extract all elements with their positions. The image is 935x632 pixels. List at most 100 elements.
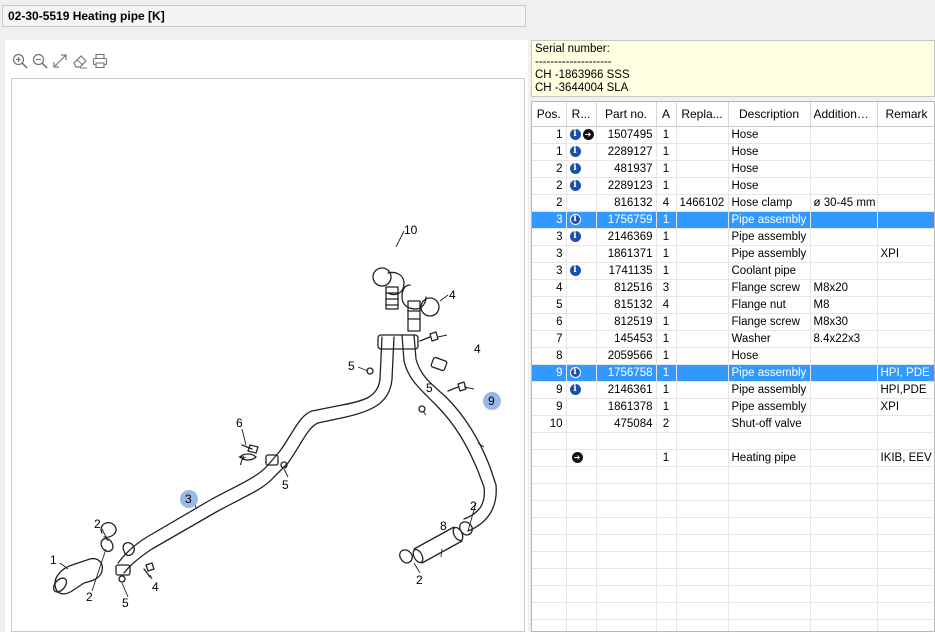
cell-empty: [810, 602, 878, 620]
cell-r: i: [566, 381, 597, 399]
callout-4c[interactable]: 4: [152, 580, 159, 594]
cell-empty: [566, 483, 597, 501]
table-row-empty: [532, 517, 934, 535]
serial-number-box: Serial number: -------------------- CH -…: [531, 40, 935, 97]
callout-6[interactable]: 6: [236, 416, 243, 430]
cell-r: [566, 330, 597, 348]
callout-9[interactable]: 9: [488, 394, 495, 408]
cell-pos: 2: [532, 194, 567, 212]
col-header-a[interactable]: A: [656, 102, 677, 127]
cell-desc: Hose: [728, 126, 811, 144]
info-icon[interactable]: i: [569, 366, 581, 378]
cell-desc: Hose: [728, 177, 811, 195]
cell-part: 481937: [596, 160, 657, 178]
col-header-r[interactable]: R...: [566, 102, 597, 127]
cell-a: 1: [656, 347, 677, 365]
col-header-description[interactable]: Description: [728, 102, 811, 127]
callout-5c[interactable]: 5: [282, 478, 289, 492]
cell-repl: [676, 381, 729, 399]
callout-7[interactable]: 7: [238, 454, 245, 468]
col-header-pos[interactable]: Pos.: [532, 102, 567, 127]
callout-2a[interactable]: 2: [470, 499, 477, 513]
cell-r: i: [566, 364, 597, 382]
info-icon[interactable]: i: [569, 128, 581, 140]
callout-5d[interactable]: 5: [122, 596, 129, 610]
zoom-out-button[interactable]: [31, 52, 49, 70]
cell-empty: [728, 619, 811, 631]
erase-button[interactable]: [71, 52, 89, 70]
heating-pipe-diagram[interactable]: 10 4 5 4 5 9 6 7 5 3 2 8 2 2 1 2 4 5: [12, 79, 525, 632]
cell-a: 1: [656, 211, 677, 229]
table-row-empty: [532, 534, 934, 552]
callout-highlight-3[interactable]: [180, 490, 198, 508]
callout-2c[interactable]: 2: [94, 517, 101, 531]
cell-empty: [676, 602, 729, 620]
cell-a: 1: [656, 313, 677, 331]
col-header-remark[interactable]: Remark: [877, 102, 934, 127]
zoom-in-button[interactable]: [11, 52, 29, 70]
cell-r: [566, 194, 597, 212]
callout-5a[interactable]: 5: [348, 359, 355, 373]
callout-highlight-9[interactable]: [483, 392, 501, 410]
cell-add: [810, 245, 878, 263]
callout-8[interactable]: 8: [440, 519, 447, 533]
cell-desc: Heating pipe: [728, 449, 811, 467]
callout-3[interactable]: 3: [185, 492, 192, 506]
arrow-right-icon[interactable]: ➔: [571, 451, 583, 463]
callout-1[interactable]: 1: [50, 553, 57, 567]
zoom-in-icon: [12, 53, 28, 69]
cell-desc: Coolant pipe: [728, 262, 811, 280]
callout-5b[interactable]: 5: [426, 381, 433, 395]
cell-remark: [877, 279, 934, 297]
parts-drawing[interactable]: 10 4 5 4 5 9 6 7 5 3 2 8 2 2 1 2 4 5: [11, 78, 525, 632]
info-icon[interactable]: i: [569, 179, 581, 191]
cell-pos: 1: [532, 126, 567, 144]
print-button[interactable]: [91, 52, 109, 70]
col-header-part-no[interactable]: Part no.: [596, 102, 657, 127]
info-icon[interactable]: i: [569, 145, 581, 157]
table-row[interactable]: [532, 432, 934, 450]
fit-to-window-button[interactable]: [51, 52, 69, 70]
col-header-replacement[interactable]: Repla...: [676, 102, 729, 127]
callout-2b[interactable]: 2: [416, 573, 423, 587]
info-icon[interactable]: i: [569, 230, 581, 242]
info-icon[interactable]: i: [569, 213, 581, 225]
cell-empty: [676, 517, 729, 535]
callout-10[interactable]: 10: [404, 223, 418, 237]
cell-empty: [877, 534, 934, 552]
cell-a: 1: [656, 143, 677, 161]
info-icon[interactable]: i: [569, 383, 581, 395]
callout-4b[interactable]: 4: [474, 342, 481, 356]
callout-4a[interactable]: 4: [449, 288, 456, 302]
cell-empty: [877, 619, 934, 631]
cell-empty: [728, 568, 811, 586]
info-icon[interactable]: i: [569, 264, 581, 276]
arrow-right-icon[interactable]: ➔: [582, 128, 594, 140]
cell-pos: [532, 432, 567, 450]
cell-empty: [676, 568, 729, 586]
info-icon[interactable]: i: [569, 162, 581, 174]
printer-icon: [92, 53, 108, 69]
callout-2d[interactable]: 2: [86, 590, 93, 604]
cell-remark: [877, 160, 934, 178]
col-header-additional[interactable]: Additional...: [810, 102, 878, 127]
